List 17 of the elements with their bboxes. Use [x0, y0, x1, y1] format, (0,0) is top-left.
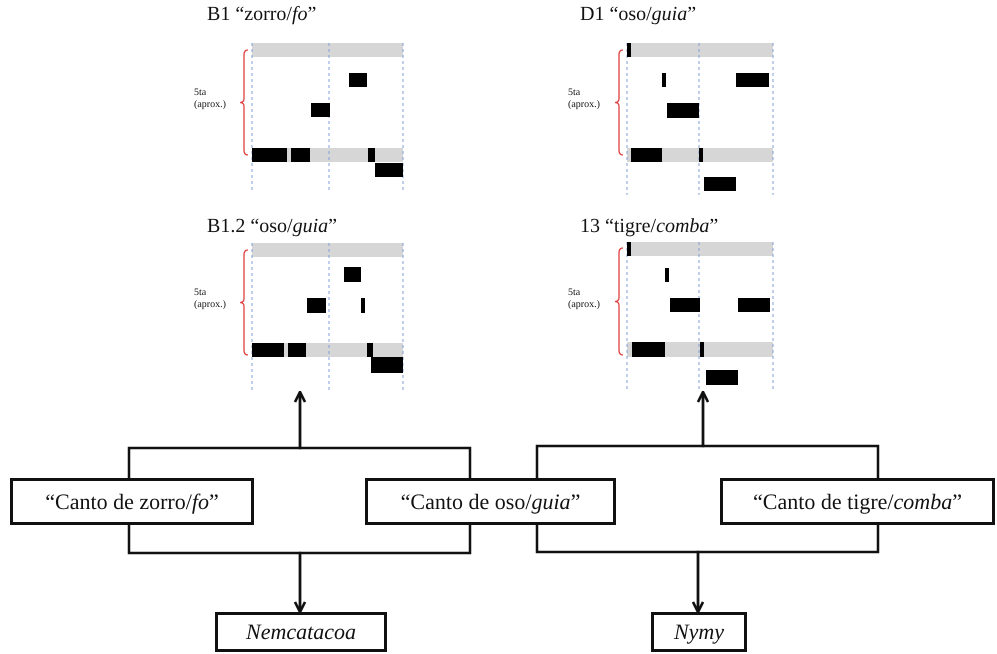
connector-arrow	[294, 390, 472, 478]
chart-title: 13 “tigre/comba”	[580, 216, 718, 236]
chart-title: B1.2 “oso/guia”	[207, 216, 338, 236]
text-box: Nymy	[651, 612, 747, 652]
text-box: “Canto de tigre/comba”	[720, 478, 995, 525]
text-box: “Canto de oso/guia”	[365, 478, 616, 525]
chart-title: D1 “oso/guia”	[580, 4, 696, 24]
connector-arrow	[696, 390, 880, 478]
connector-arrow	[294, 525, 472, 614]
interval-label: 5ta (aprox.)	[194, 87, 227, 110]
interval-label: 5ta (aprox.)	[568, 287, 601, 310]
text-box: “Canto de zorro/fo”	[10, 478, 254, 525]
text-box: Nemcatacoa	[215, 612, 387, 652]
interval-label: 5ta (aprox.)	[194, 287, 227, 310]
interval-label: 5ta (aprox.)	[568, 87, 601, 110]
connector-arrow	[692, 525, 880, 614]
chart-title: B1 “zorro/fo”	[207, 4, 316, 24]
